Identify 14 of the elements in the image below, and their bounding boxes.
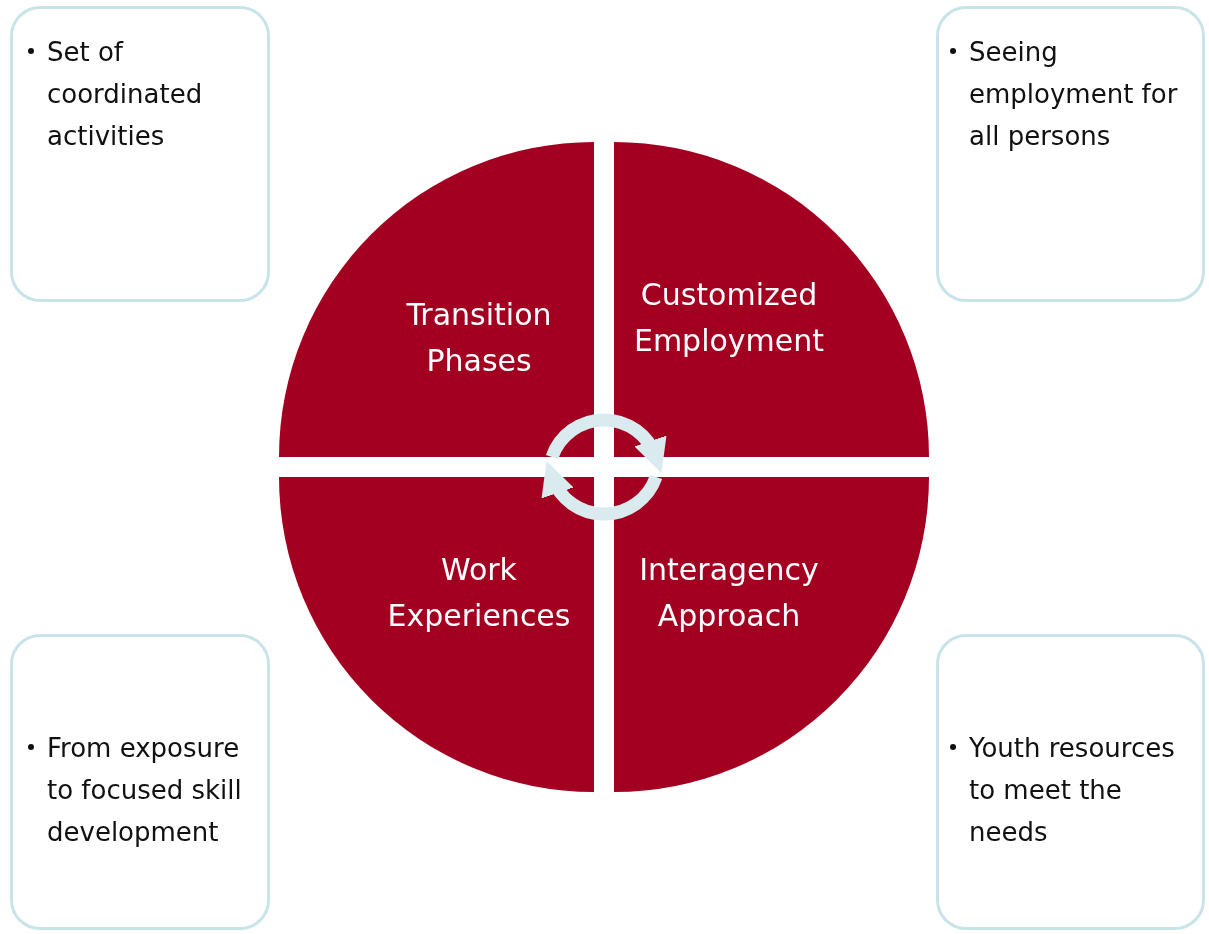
text-card: [936, 6, 1205, 302]
text-card: [936, 634, 1205, 930]
text-card: [10, 634, 270, 930]
bullet-text: Set of coordinated activities: [47, 36, 204, 153]
quadrant-label: Work Experiences: [386, 551, 572, 635]
bullet-text: From exposure to focused skill development: [47, 732, 243, 849]
quadrant-label: Customized Employment: [632, 276, 826, 360]
quadrant-label: Transition Phases: [405, 296, 553, 380]
text-card: [10, 6, 270, 302]
quadrant-label: Interagency Approach: [638, 551, 820, 635]
cycle-arrow: [546, 413, 666, 473]
bullet-text: Youth resources to meet the needs: [969, 732, 1176, 849]
cycle-arrow: [542, 461, 662, 521]
bullet-text: Seeing employment for all persons: [969, 36, 1179, 153]
